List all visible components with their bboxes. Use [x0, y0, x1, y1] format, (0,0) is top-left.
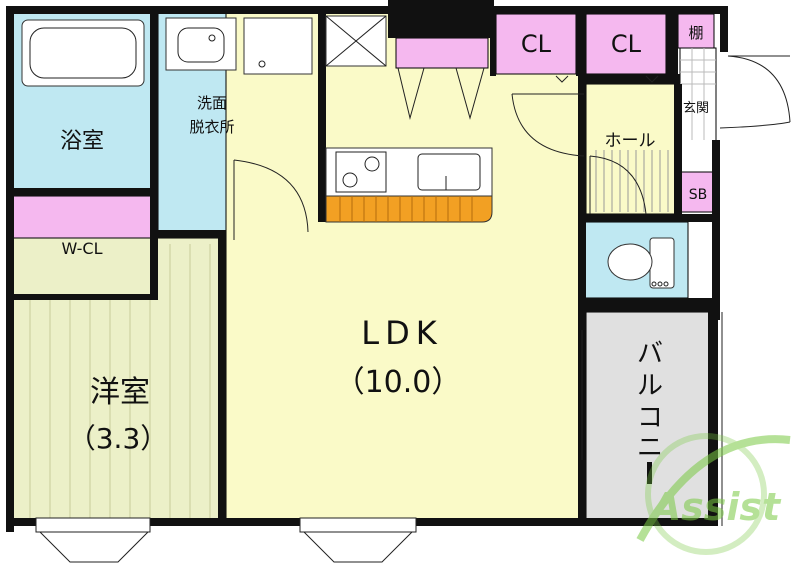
balcony-char: ル	[637, 371, 663, 401]
kitchen-counter-front	[325, 195, 493, 223]
washroom-label-line2: 脱衣所	[189, 118, 234, 136]
balcony-long-vowel-mark	[647, 462, 652, 484]
window	[299, 517, 417, 563]
washbasin-drain	[208, 34, 216, 42]
ldk-label: LDK	[361, 314, 442, 352]
bathtub-inner	[29, 27, 137, 79]
hall-label: ホール	[605, 131, 656, 151]
western-room-label: 洋室	[90, 375, 150, 410]
assist-logo: Assist	[636, 433, 791, 555]
window	[35, 517, 151, 563]
washbasin-bowl	[177, 27, 225, 63]
hall-area	[585, 83, 679, 215]
closet-1-label: CL	[521, 30, 552, 58]
walk-in-closet-label: W-CL	[61, 239, 102, 258]
closet-2-area	[585, 13, 667, 75]
washroom-storage	[395, 37, 489, 69]
ldk-size: （10.0）	[335, 365, 462, 400]
closet-2-label: CL	[611, 30, 642, 58]
balcony-char: バ	[637, 339, 663, 369]
entrance-door	[719, 55, 791, 129]
walls	[6, 0, 728, 532]
western-floor-lines	[29, 244, 211, 518]
bathtub	[21, 19, 145, 87]
washing-machine-space	[243, 17, 313, 75]
entrance-label: 玄関	[683, 101, 709, 116]
toilet-door	[589, 155, 647, 215]
balcony-char: コ	[637, 403, 663, 433]
stove	[335, 151, 387, 193]
closet-door-mark	[645, 75, 659, 83]
bathroom-label: 浴室	[60, 129, 104, 154]
entrance-area	[679, 47, 717, 173]
kitchen-sink	[417, 153, 481, 191]
toilet-bowl	[607, 243, 653, 281]
balcony-area	[585, 311, 713, 521]
kitchen-counter	[325, 147, 493, 197]
burner-icon	[364, 156, 380, 172]
western-room-size: （3.3）	[68, 422, 169, 455]
logo-text: Assist	[649, 485, 782, 529]
storage-folding-door	[397, 67, 485, 120]
ldk-area	[225, 11, 583, 521]
washing-drain	[258, 60, 266, 68]
western-room-area	[11, 237, 225, 521]
hall-door	[511, 93, 585, 157]
shoe-box-label: SB	[689, 187, 708, 203]
washroom-label-line1: 洗面	[197, 94, 227, 112]
balcony-label: バ ル コ ニ ー	[637, 339, 663, 484]
toilet-tank	[649, 237, 675, 289]
closet-1-area	[495, 13, 577, 75]
shelf-label: 棚	[688, 24, 703, 42]
closet-door-mark	[555, 75, 569, 83]
entrance-tiles	[680, 48, 716, 140]
washroom-door	[233, 159, 309, 240]
balcony-char: ニ	[637, 433, 663, 463]
burner-icon	[342, 172, 358, 188]
